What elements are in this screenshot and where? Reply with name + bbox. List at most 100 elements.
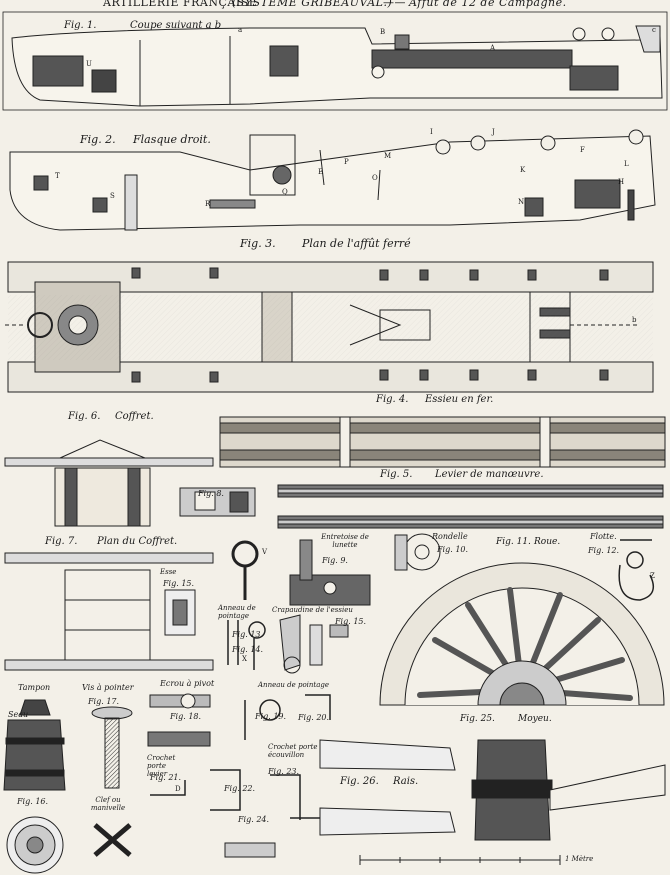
fig14-label: Fig. 14. [232, 645, 264, 654]
letter-k: K [520, 166, 526, 174]
esse-drawing [164, 589, 196, 636]
fig9-entretoise-drawing [231, 539, 371, 606]
letter-e: E [318, 168, 324, 176]
fig18-title: Ecrou à pivot [160, 679, 215, 688]
fig10-label: Fig. 10. [437, 545, 469, 554]
fig26-rais-drawing [319, 739, 456, 836]
fig4-label: Fig. 4. [376, 394, 409, 405]
letter-b-upper: B [380, 28, 386, 36]
esse-label: Fig. 15. [163, 579, 195, 588]
fig13-title: Anneau de pointage [218, 604, 256, 620]
fig15-label: Fig. 15. [335, 617, 367, 626]
fig17-title: Vis à pointer [82, 683, 134, 692]
fig19-label: Fig. 19. [255, 712, 287, 721]
letter-s: S [110, 192, 115, 200]
fig26-caption: Rais. [393, 776, 419, 787]
seau-label: Seau [8, 710, 29, 719]
fig11-roue-drawing [379, 562, 665, 706]
fig10-title: Rondelle [432, 532, 468, 541]
fig16-label: Fig. 16. [17, 797, 49, 806]
fig9-title: Entretoise de lunette [321, 533, 369, 549]
fig21-label: Fig. 21. [150, 773, 182, 782]
letter-n: N [518, 198, 525, 206]
fig11-label: Fig. 11. [496, 537, 531, 547]
header-left: ARTILLERIE FRANÇAISE [103, 0, 258, 9]
fig1-label: Fig. 1. [64, 20, 97, 31]
esse-title: Esse [160, 568, 177, 576]
letter-o: O [372, 174, 378, 182]
fig8-label: Fig. 8. [198, 489, 224, 498]
fig3-plan-drawing [5, 261, 654, 393]
fig24-drawing [224, 842, 276, 858]
letter-h: H [618, 178, 625, 186]
letter-j: J [492, 128, 495, 136]
fig18-ecrou-drawing [147, 693, 211, 747]
fig9-label: Fig. 9. [322, 556, 348, 565]
fig5-caption: Levier de manœuvre. [435, 469, 544, 480]
fig15-crapaudine-drawing [279, 614, 349, 674]
fig1-section-drawing [2, 11, 668, 111]
fig24-label: Fig. 24. [238, 815, 270, 824]
letter-v: V [262, 548, 268, 556]
fig6-caption: Coffret. [115, 411, 154, 422]
clef-label: Clef ou manivelle [90, 796, 126, 812]
fig19-20-drawing [244, 694, 331, 740]
fig23-label: Fig. 23. [268, 767, 300, 776]
letter-t: T [55, 172, 60, 180]
fig12-title: Flotte. [590, 532, 617, 541]
fig13-14-drawing [227, 620, 266, 670]
fig25-caption: Moyeu. [518, 714, 552, 724]
fig18-label: Fig. 18. [170, 712, 202, 721]
letter-q: Q [282, 188, 288, 196]
fig10-rondelle-drawing [394, 533, 441, 571]
fig17-label: Fig. 17. [88, 697, 120, 706]
letter-d: D [175, 785, 181, 793]
letter-z: Z [650, 572, 655, 580]
fig11-caption: Roue. [534, 537, 561, 547]
fig5-label: Fig. 5. [380, 469, 413, 480]
fig7-label: Fig. 7. [45, 536, 78, 547]
fig13-label: Fig. 13. [232, 630, 264, 639]
fig12-label: Fig. 12. [588, 546, 620, 555]
header-middle: (SYSTÈME GRIBEAUVAL.) [232, 0, 393, 9]
header-dash: —— [383, 0, 406, 9]
fig20-label: Fig. 20. [298, 713, 330, 722]
letter-i: I [430, 128, 433, 136]
plate-header: ARTILLERIE FRANÇAISE (SYSTÈME GRIBEAUVAL… [0, 0, 670, 10]
fig7-caption: Plan du Coffret. [97, 536, 178, 547]
letter-u: U [86, 60, 92, 68]
fig25-moyeu-drawing [471, 739, 666, 841]
fig6-label: Fig. 6. [68, 411, 101, 422]
letter-r: R [205, 200, 211, 208]
letter-m: M [384, 152, 392, 160]
fig7-plan-coffret-drawing [4, 552, 214, 671]
fig16-seau-drawing [3, 699, 66, 874]
fig4-essieu-drawing [219, 416, 666, 468]
fig26-label: Fig. 26. [340, 776, 379, 787]
fig23-title: Crochet porte écouvillon [268, 743, 318, 759]
fig3-caption: Plan de l'affût ferré [302, 237, 411, 250]
letter-l: L [624, 160, 629, 168]
fig4-caption: Essieu en fer. [425, 394, 494, 405]
letter-c: c [652, 26, 656, 34]
fig3-label: Fig. 3. [240, 237, 276, 250]
scale-label: 1 Mètre [565, 855, 594, 863]
fig5-levier-drawing [277, 484, 664, 529]
fig2-label: Fig. 2. [80, 133, 116, 146]
fig12-flotte-drawing [618, 539, 655, 601]
fig2-flasque-drawing [9, 129, 656, 231]
letter-x: X [242, 655, 247, 663]
letter-b: b [632, 316, 637, 324]
tampon-label: Tampon [18, 683, 51, 692]
letter-f: F [580, 146, 585, 154]
fig15-title: Crapaudine de l'essieu [272, 606, 353, 614]
fig19-title: Anneau de pointage [258, 681, 330, 689]
letter-a-upper: A [490, 44, 496, 52]
fig25-label: Fig. 25. [460, 714, 495, 724]
fig1-caption: Coupe suivant a b [130, 20, 222, 31]
fig21-title: Crochet porte levier [147, 754, 176, 778]
fig22-label: Fig. 22. [224, 784, 256, 793]
scale-bar [359, 855, 561, 865]
